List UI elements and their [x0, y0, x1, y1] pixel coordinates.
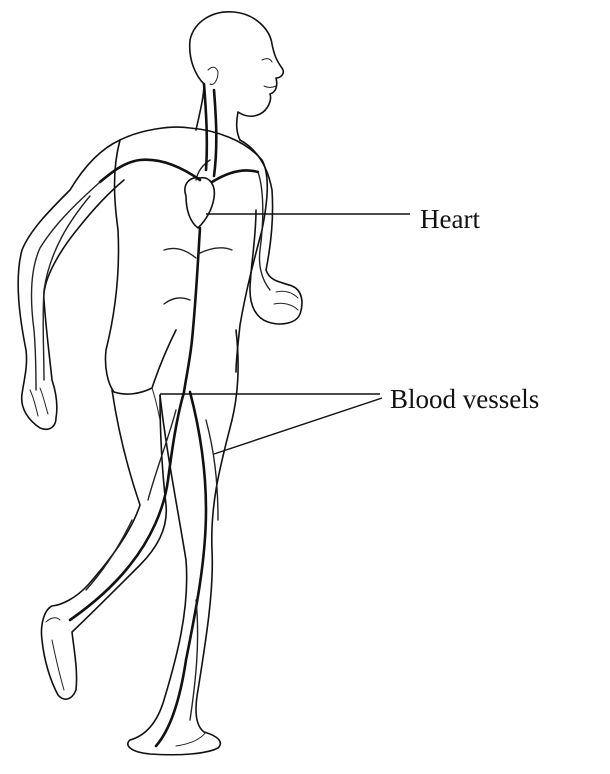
back-arm [18, 140, 124, 429]
heart-label: Heart [420, 206, 480, 233]
back-leg [41, 390, 166, 699]
vessels-leader-line-2 [214, 398, 382, 454]
front-arm [240, 140, 302, 324]
heart-organ [185, 160, 214, 228]
head [190, 12, 284, 140]
blood-vessels [32, 84, 270, 746]
blood-vessels-label: Blood vessels [390, 386, 539, 413]
